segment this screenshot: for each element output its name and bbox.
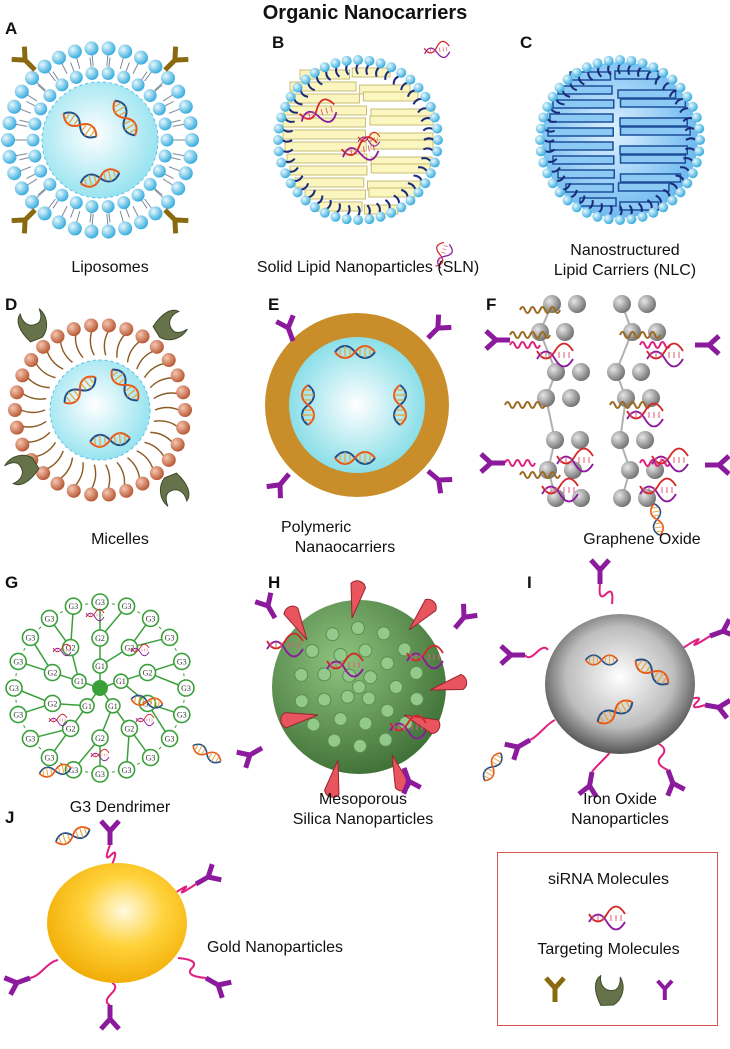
panel-letter-h: H [268,573,281,592]
svg-text:G3: G3 [45,614,55,623]
panel-letter-e: E [268,295,280,314]
svg-text:G1: G1 [95,662,105,671]
label-dendrimer: G3 Dendrimer [69,799,171,816]
mesoporous-silica-nanoparticle [237,580,478,798]
svg-text:G2: G2 [48,699,58,708]
label-gold: Gold Nanoparticles [206,939,344,956]
iron-oxide-nanoparticle [479,502,730,797]
svg-text:G3: G3 [13,711,23,720]
svg-text:G2: G2 [95,634,105,643]
svg-text:G1: G1 [74,677,84,686]
svg-text:G3: G3 [165,633,175,642]
svg-text:G2: G2 [124,724,134,733]
svg-text:G3: G3 [165,735,175,744]
panel-letter-g: G [5,573,19,592]
micelle [0,301,196,514]
svg-text:G3: G3 [26,633,36,642]
label-sln: Solid Lipid Nanoparticles (SLN) [256,259,480,276]
svg-text:G3: G3 [95,598,105,607]
svg-text:G2: G2 [95,734,105,743]
svg-text:G3: G3 [177,711,187,720]
svg-text:G2: G2 [66,724,76,733]
graphene-oxide [481,295,729,507]
svg-text:G3: G3 [45,754,55,763]
label-micelles: Micelles [91,531,149,548]
svg-text:G3: G3 [122,766,132,775]
svg-text:G3: G3 [122,602,132,611]
panel-letter-c: C [520,33,533,52]
gold-nanoparticle [0,693,231,1029]
panel-letter-f: F [486,295,497,314]
legend-box: siRNA Molecules Targeting Molecules [497,852,718,1026]
svg-text:G1: G1 [116,677,126,686]
label-liposomes: Liposomes [71,259,149,276]
svg-text:G3: G3 [146,754,156,763]
panel-letter-d: D [5,295,18,314]
svg-text:G3: G3 [69,766,79,775]
g3-dendrimer: G1G1G1G1G1G2G2G2G2G2G2G2G2G2G2G3G3G3G3G3… [5,593,195,783]
panel-letter-a: A [5,19,18,38]
legend-sirna-label: siRNA Molecules [548,871,669,888]
svg-text:G3: G3 [26,735,36,744]
svg-text:G3: G3 [95,770,105,779]
svg-text:G3: G3 [9,684,19,693]
svg-text:G3: G3 [69,602,79,611]
svg-text:G3: G3 [177,657,187,666]
svg-text:G3: G3 [146,614,156,623]
panel-letter-i: I [527,573,532,592]
svg-text:G2: G2 [48,669,58,678]
solid-lipid-nanoparticle [273,55,443,225]
label-graphene-oxide: Graphene Oxide [583,531,701,548]
legend-targeting-label: Targeting Molecules [537,941,680,958]
panel-letter-b: B [272,33,285,52]
svg-text:G2: G2 [143,669,153,678]
panel-letter-j: J [5,808,15,827]
polymeric-nanocarrier [265,313,452,498]
svg-text:G1: G1 [82,702,92,711]
figure-title: Organic Nanocarriers [262,2,468,24]
svg-text:G1: G1 [108,702,118,711]
svg-text:G3: G3 [13,657,23,666]
svg-text:G3: G3 [181,684,191,693]
nanostructured-lipid-carrier [357,40,705,271]
svg-text:G2: G2 [124,644,134,653]
liposome [1,41,199,239]
